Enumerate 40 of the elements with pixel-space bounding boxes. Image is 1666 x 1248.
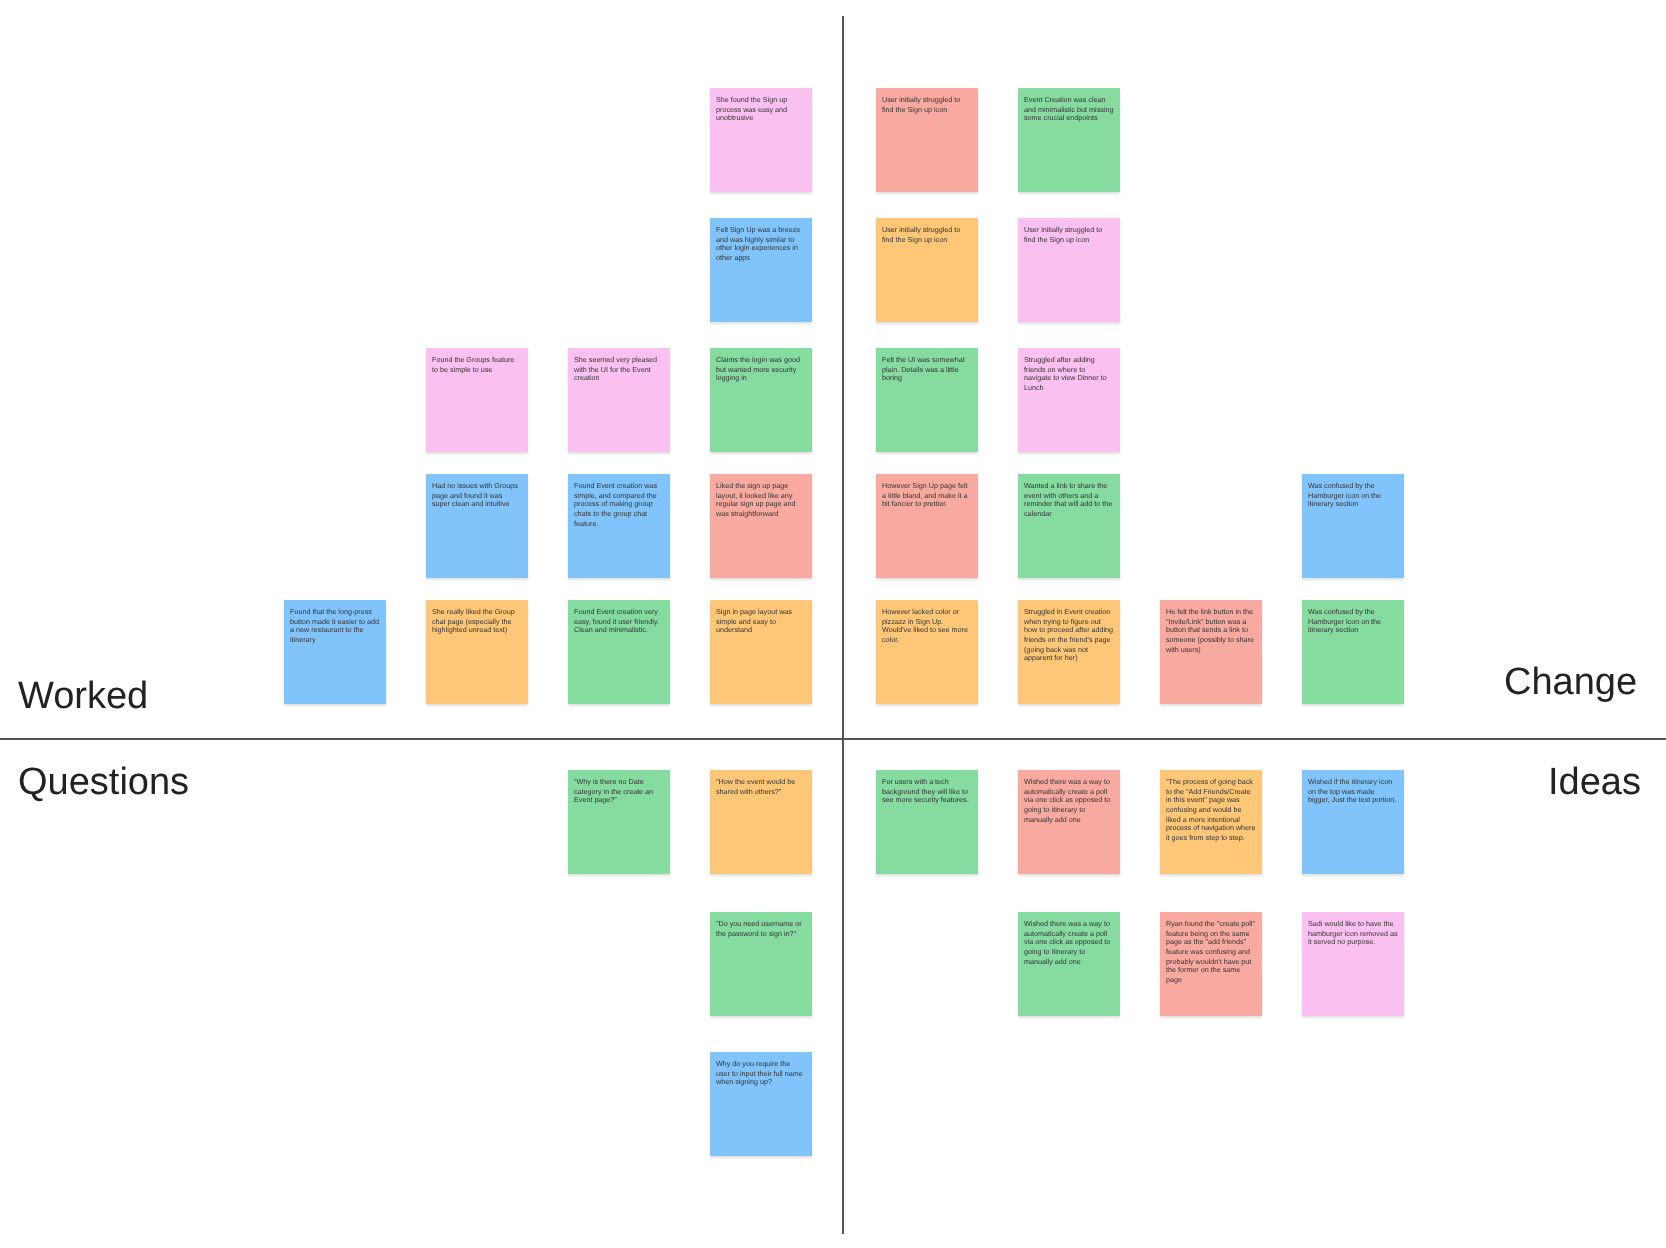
quadrant-label: Change	[1504, 662, 1638, 706]
sticky-note	[426, 348, 528, 452]
sticky-note	[710, 1052, 812, 1156]
sticky-note	[1018, 600, 1120, 704]
sticky-note	[710, 474, 812, 578]
sticky-note	[568, 770, 670, 874]
sticky-note	[1160, 912, 1262, 1016]
sticky-note	[1302, 474, 1404, 578]
sticky-note	[710, 88, 812, 192]
quadrant-label: Ideas	[1548, 762, 1641, 806]
sticky-note	[1018, 88, 1120, 192]
sticky-note	[1302, 770, 1404, 874]
sticky-note	[1302, 600, 1404, 704]
sticky-note	[426, 600, 528, 704]
sticky-note	[876, 218, 978, 322]
sticky-note	[1302, 912, 1404, 1016]
sticky-note	[710, 348, 812, 452]
sticky-note	[284, 600, 386, 704]
sticky-note	[1018, 912, 1120, 1016]
sticky-note	[1018, 770, 1120, 874]
sticky-note	[876, 770, 978, 874]
sticky-note	[1018, 218, 1120, 322]
sticky-note	[568, 474, 670, 578]
quadrant-label: Worked	[18, 676, 149, 720]
sticky-note	[1018, 474, 1120, 578]
quadrant-label: Questions	[18, 762, 190, 806]
sticky-note	[1018, 348, 1120, 452]
sticky-note	[876, 88, 978, 192]
sticky-note	[568, 348, 670, 452]
sticky-note	[876, 600, 978, 704]
sticky-note	[876, 348, 978, 452]
sticky-note	[876, 474, 978, 578]
sticky-note	[710, 770, 812, 874]
sticky-note	[1160, 600, 1262, 704]
sticky-note	[426, 474, 528, 578]
sticky-note	[710, 600, 812, 704]
sticky-note	[710, 912, 812, 1016]
sticky-note	[568, 600, 670, 704]
sticky-note	[710, 218, 812, 322]
sticky-note	[1160, 770, 1262, 874]
